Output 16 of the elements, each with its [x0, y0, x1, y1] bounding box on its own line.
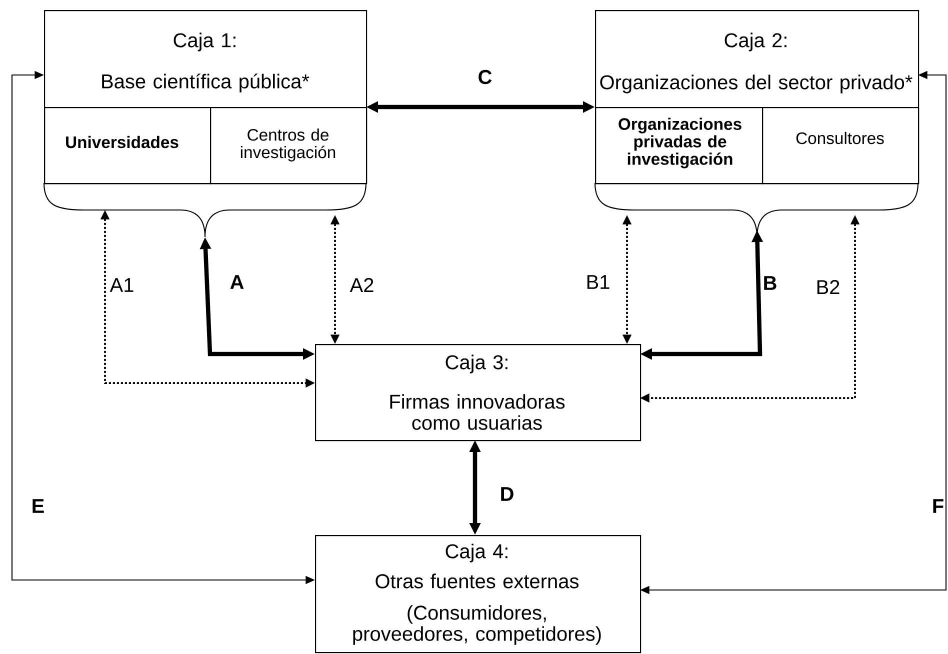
box: Caja 3: Firmas innovadoras como usuarias	[315, 344, 642, 442]
cell: Centros de investigación	[210, 107, 368, 184]
cell: Universidades	[44, 107, 212, 184]
cell: Organizaciones privadas de investigación	[595, 107, 764, 184]
edge-label: B2	[817, 280, 840, 294]
edge-label: A1	[110, 278, 134, 292]
edge-label: D	[501, 487, 514, 501]
edge-label: F	[933, 499, 944, 513]
edge-label: B1	[587, 275, 610, 289]
edge-label: B	[764, 276, 776, 290]
edge-label: C	[478, 70, 492, 84]
edge-label: A	[230, 275, 244, 289]
box: Caja 4: Otras fuentes externas (Consumidores, proveedores, competidores)	[315, 535, 642, 654]
edge-label: A2	[350, 278, 374, 292]
cell: Consultores	[762, 107, 920, 184]
edge-label: E	[32, 499, 44, 513]
